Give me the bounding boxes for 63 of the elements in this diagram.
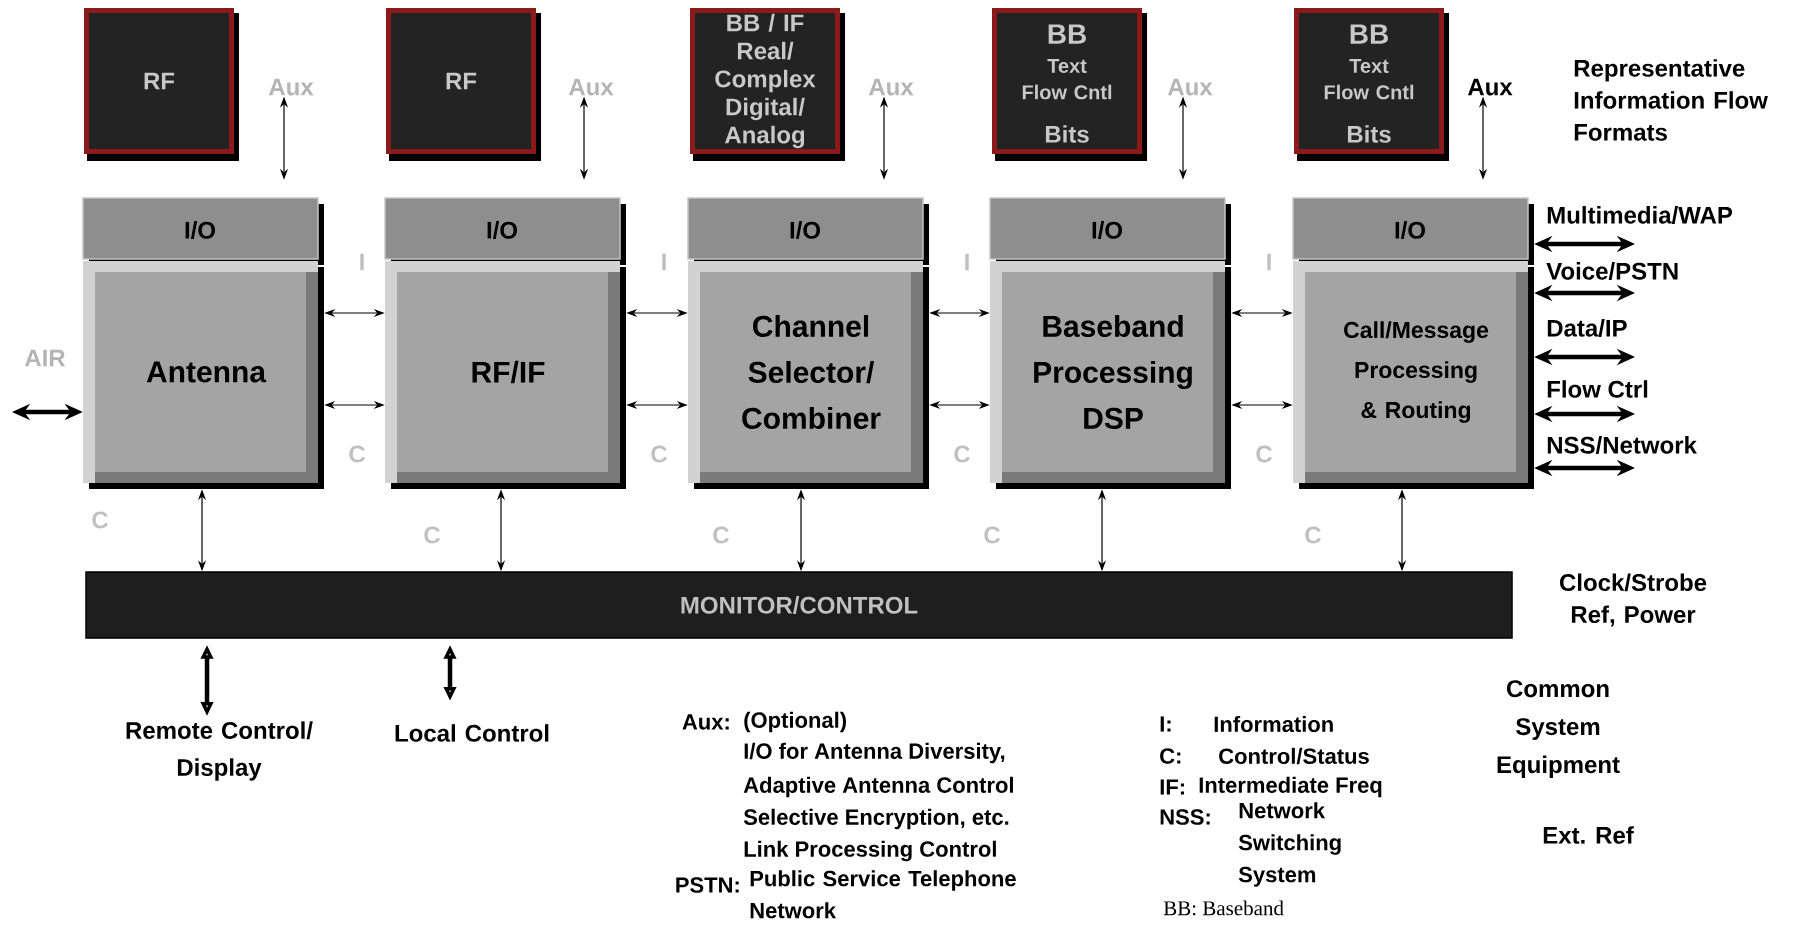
format-box: RF bbox=[84, 8, 239, 161]
edge-label: C bbox=[1254, 444, 1274, 464]
note-text: Public Service Telephone Network bbox=[750, 870, 1016, 919]
control-label: Remote Control/ Display bbox=[126, 721, 313, 781]
edge-label: C bbox=[982, 525, 1002, 545]
format-box: BB Text Flow Cntl Bits bbox=[992, 8, 1147, 161]
note-text: Adaptive Antenna Control bbox=[743, 776, 1013, 798]
note-text: Network Switching System bbox=[1238, 802, 1341, 887]
edge-label: C bbox=[952, 444, 972, 464]
aux-label: Aux bbox=[568, 78, 614, 96]
edge-label: Data/IP bbox=[1545, 318, 1629, 338]
note-text: Intermediate Freq bbox=[1199, 776, 1382, 798]
node-label: I/O bbox=[1092, 221, 1123, 239]
control-label: Local Control bbox=[395, 724, 549, 742]
aux-label: Aux bbox=[1467, 78, 1513, 96]
note-text: BB: Baseband bbox=[1163, 900, 1284, 916]
edge-label: Multimedia/WAP bbox=[1545, 205, 1734, 225]
format-box: RF bbox=[386, 8, 541, 161]
edge-label: C bbox=[649, 444, 669, 464]
edge-label: C bbox=[1303, 525, 1323, 545]
note-text: IF: bbox=[1160, 779, 1184, 795]
edge-label: Flow Ctrl bbox=[1545, 379, 1650, 399]
edge-label: I bbox=[659, 252, 669, 272]
node-label: I/O bbox=[487, 221, 518, 239]
format-box: BB Text Flow Cntl Bits bbox=[1294, 8, 1449, 161]
edge-label: C bbox=[347, 444, 367, 464]
side-note: Ext. Ref bbox=[1543, 826, 1634, 844]
aux-label: Aux bbox=[868, 78, 914, 96]
edge-label: NSS/Network bbox=[1545, 435, 1698, 455]
edge-label: I bbox=[357, 252, 367, 272]
note-text: NSS: bbox=[1160, 809, 1210, 825]
note-text: C: bbox=[1160, 748, 1181, 764]
note-text: Aux: bbox=[682, 714, 729, 730]
node-label: I/O bbox=[790, 221, 821, 239]
node-label: I/O bbox=[185, 221, 216, 239]
note-text: Control/Status bbox=[1219, 747, 1369, 765]
process-block: I/O Channel Selector/ Combiner bbox=[687, 197, 929, 489]
edge-label: I bbox=[1264, 252, 1274, 272]
note-text: I: bbox=[1160, 716, 1171, 732]
air-label: AIR bbox=[24, 349, 66, 367]
edge-label: I bbox=[962, 252, 972, 272]
side-note: Common System Equipment bbox=[1497, 680, 1620, 778]
process-block: I/O Baseband Processing DSP bbox=[989, 197, 1231, 489]
note-text: Selective Encryption, etc. bbox=[743, 808, 1009, 830]
process-block: I/O RF/IF bbox=[384, 197, 626, 489]
aux-label: Aux bbox=[268, 78, 314, 96]
note-text: Information bbox=[1214, 715, 1333, 733]
edge-label: C bbox=[422, 525, 442, 545]
aux-label: Aux bbox=[1167, 78, 1213, 96]
note-text: (Optional) bbox=[744, 711, 846, 733]
process-block: I/O Call/Message Processing & Routing bbox=[1292, 197, 1534, 489]
node-label: I/O bbox=[1395, 221, 1426, 239]
note-text: Link Processing Control bbox=[744, 840, 996, 862]
edge-label: C bbox=[711, 525, 731, 545]
edge-label: C bbox=[90, 510, 110, 530]
control-bar: MONITOR/CONTROL bbox=[85, 571, 1513, 639]
format-box: BB / IF Real/ Complex Digital/ Analog bbox=[690, 8, 845, 161]
edge-label: Voice/PSTN bbox=[1545, 261, 1681, 281]
note-text: PSTN: bbox=[676, 877, 739, 893]
flow-formats-heading: Representative Information Flow Formats bbox=[1574, 59, 1768, 141]
side-note: Clock/Strobe Ref, Power bbox=[1560, 573, 1707, 627]
note-text: I/O for Antenna Diversity, bbox=[744, 742, 1005, 764]
process-block: I/O Antenna bbox=[82, 197, 324, 489]
